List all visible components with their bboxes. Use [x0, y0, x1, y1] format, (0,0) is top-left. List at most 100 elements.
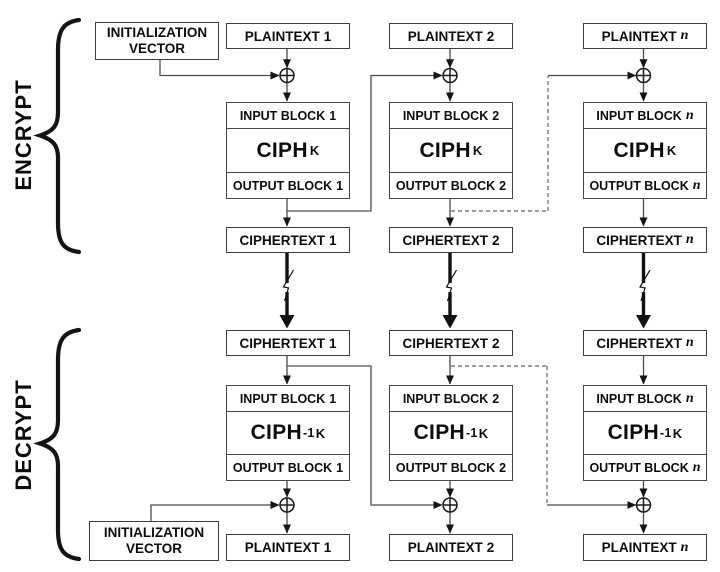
index: 1	[323, 540, 332, 555]
index: 2	[492, 391, 500, 406]
index: 1	[323, 28, 332, 44]
dec-xor-n-icon	[635, 497, 652, 513]
dec-xor-1-icon	[279, 497, 295, 513]
cipher-sup: -1	[302, 426, 315, 440]
cipher-label: CIPH	[607, 421, 659, 444]
label: INPUT BLOCK	[239, 108, 326, 123]
label: PLAINTEXT	[601, 28, 677, 44]
index: 1	[329, 391, 337, 406]
index: n	[685, 232, 694, 247]
encrypt-wires	[159, 47, 648, 227]
enc-xor-1-icon	[279, 67, 295, 84]
cipher-sub: K	[478, 425, 489, 441]
label: PLAINTEXT	[244, 28, 320, 44]
cipher-label: CIPH	[256, 138, 308, 162]
cipher-label: CIPH	[419, 138, 471, 162]
cipher-sub: K	[315, 425, 326, 441]
label: CIPHERTEXT	[402, 232, 488, 248]
label: INPUT BLOCK	[239, 391, 326, 406]
label: PLAINTEXT	[601, 540, 677, 555]
label: OUTPUT BLOCK	[589, 178, 689, 193]
bolt-arrowhead	[636, 315, 651, 329]
decrypt-brace	[33, 327, 82, 562]
index: n	[685, 390, 694, 406]
decrypt-wires	[150, 354, 648, 534]
cipher-sub: K	[666, 143, 677, 158]
label: VECTOR	[125, 541, 182, 556]
index: n	[692, 177, 701, 193]
index: 2	[499, 178, 507, 193]
label: CIPHERTEXT	[239, 232, 325, 248]
index: 1	[336, 178, 344, 193]
encrypt-brace	[33, 17, 82, 255]
bolt-arrowhead	[279, 315, 295, 329]
enc-iv-to-xor1	[159, 58, 280, 80]
index: 2	[492, 108, 500, 123]
xor-nodes	[279, 67, 652, 513]
brace-path	[33, 327, 82, 562]
brace-path	[33, 17, 82, 255]
index: n	[692, 459, 701, 475]
transmission-bolt-1	[279, 251, 295, 329]
index: 2	[486, 28, 495, 44]
label: PLAINTEXT	[244, 540, 320, 555]
iv-box-decrypt: INITIALIZATION VECTOR	[89, 521, 219, 561]
dec-iv-to-xor1	[150, 501, 280, 521]
encrypt-section-label: ENCRYPT	[11, 79, 36, 191]
label: CIPHERTEXT	[596, 335, 682, 351]
label: CIPHERTEXT	[596, 232, 682, 248]
label: OUTPUT BLOCK	[232, 460, 333, 475]
enc-xor-2-icon	[442, 67, 458, 84]
label: CIPHERTEXT	[239, 335, 325, 351]
dec-chain-1-to-2	[287, 365, 443, 509]
transmission-bolt-2	[442, 251, 458, 329]
transmission-bolt-n	[636, 251, 651, 329]
cipher-sub: K	[672, 425, 683, 441]
label: INPUT BLOCK	[402, 391, 489, 406]
label: INPUT BLOCK	[402, 108, 489, 123]
bolt-arrowhead	[442, 315, 458, 329]
cipher-sup: -1	[659, 426, 672, 440]
iv-box-encrypt: INITIALIZATION VECTOR	[95, 22, 219, 60]
cipher-sub: K	[472, 143, 483, 158]
label: VECTOR	[128, 41, 185, 56]
dec-xor-2-icon	[442, 497, 458, 513]
label: INITIALIZATION	[106, 25, 208, 40]
index: 2	[492, 335, 500, 351]
index: 1	[329, 232, 337, 248]
label: INITIALIZATION	[103, 525, 205, 540]
index: 1	[329, 108, 337, 123]
label: PLAINTEXT	[407, 28, 483, 44]
